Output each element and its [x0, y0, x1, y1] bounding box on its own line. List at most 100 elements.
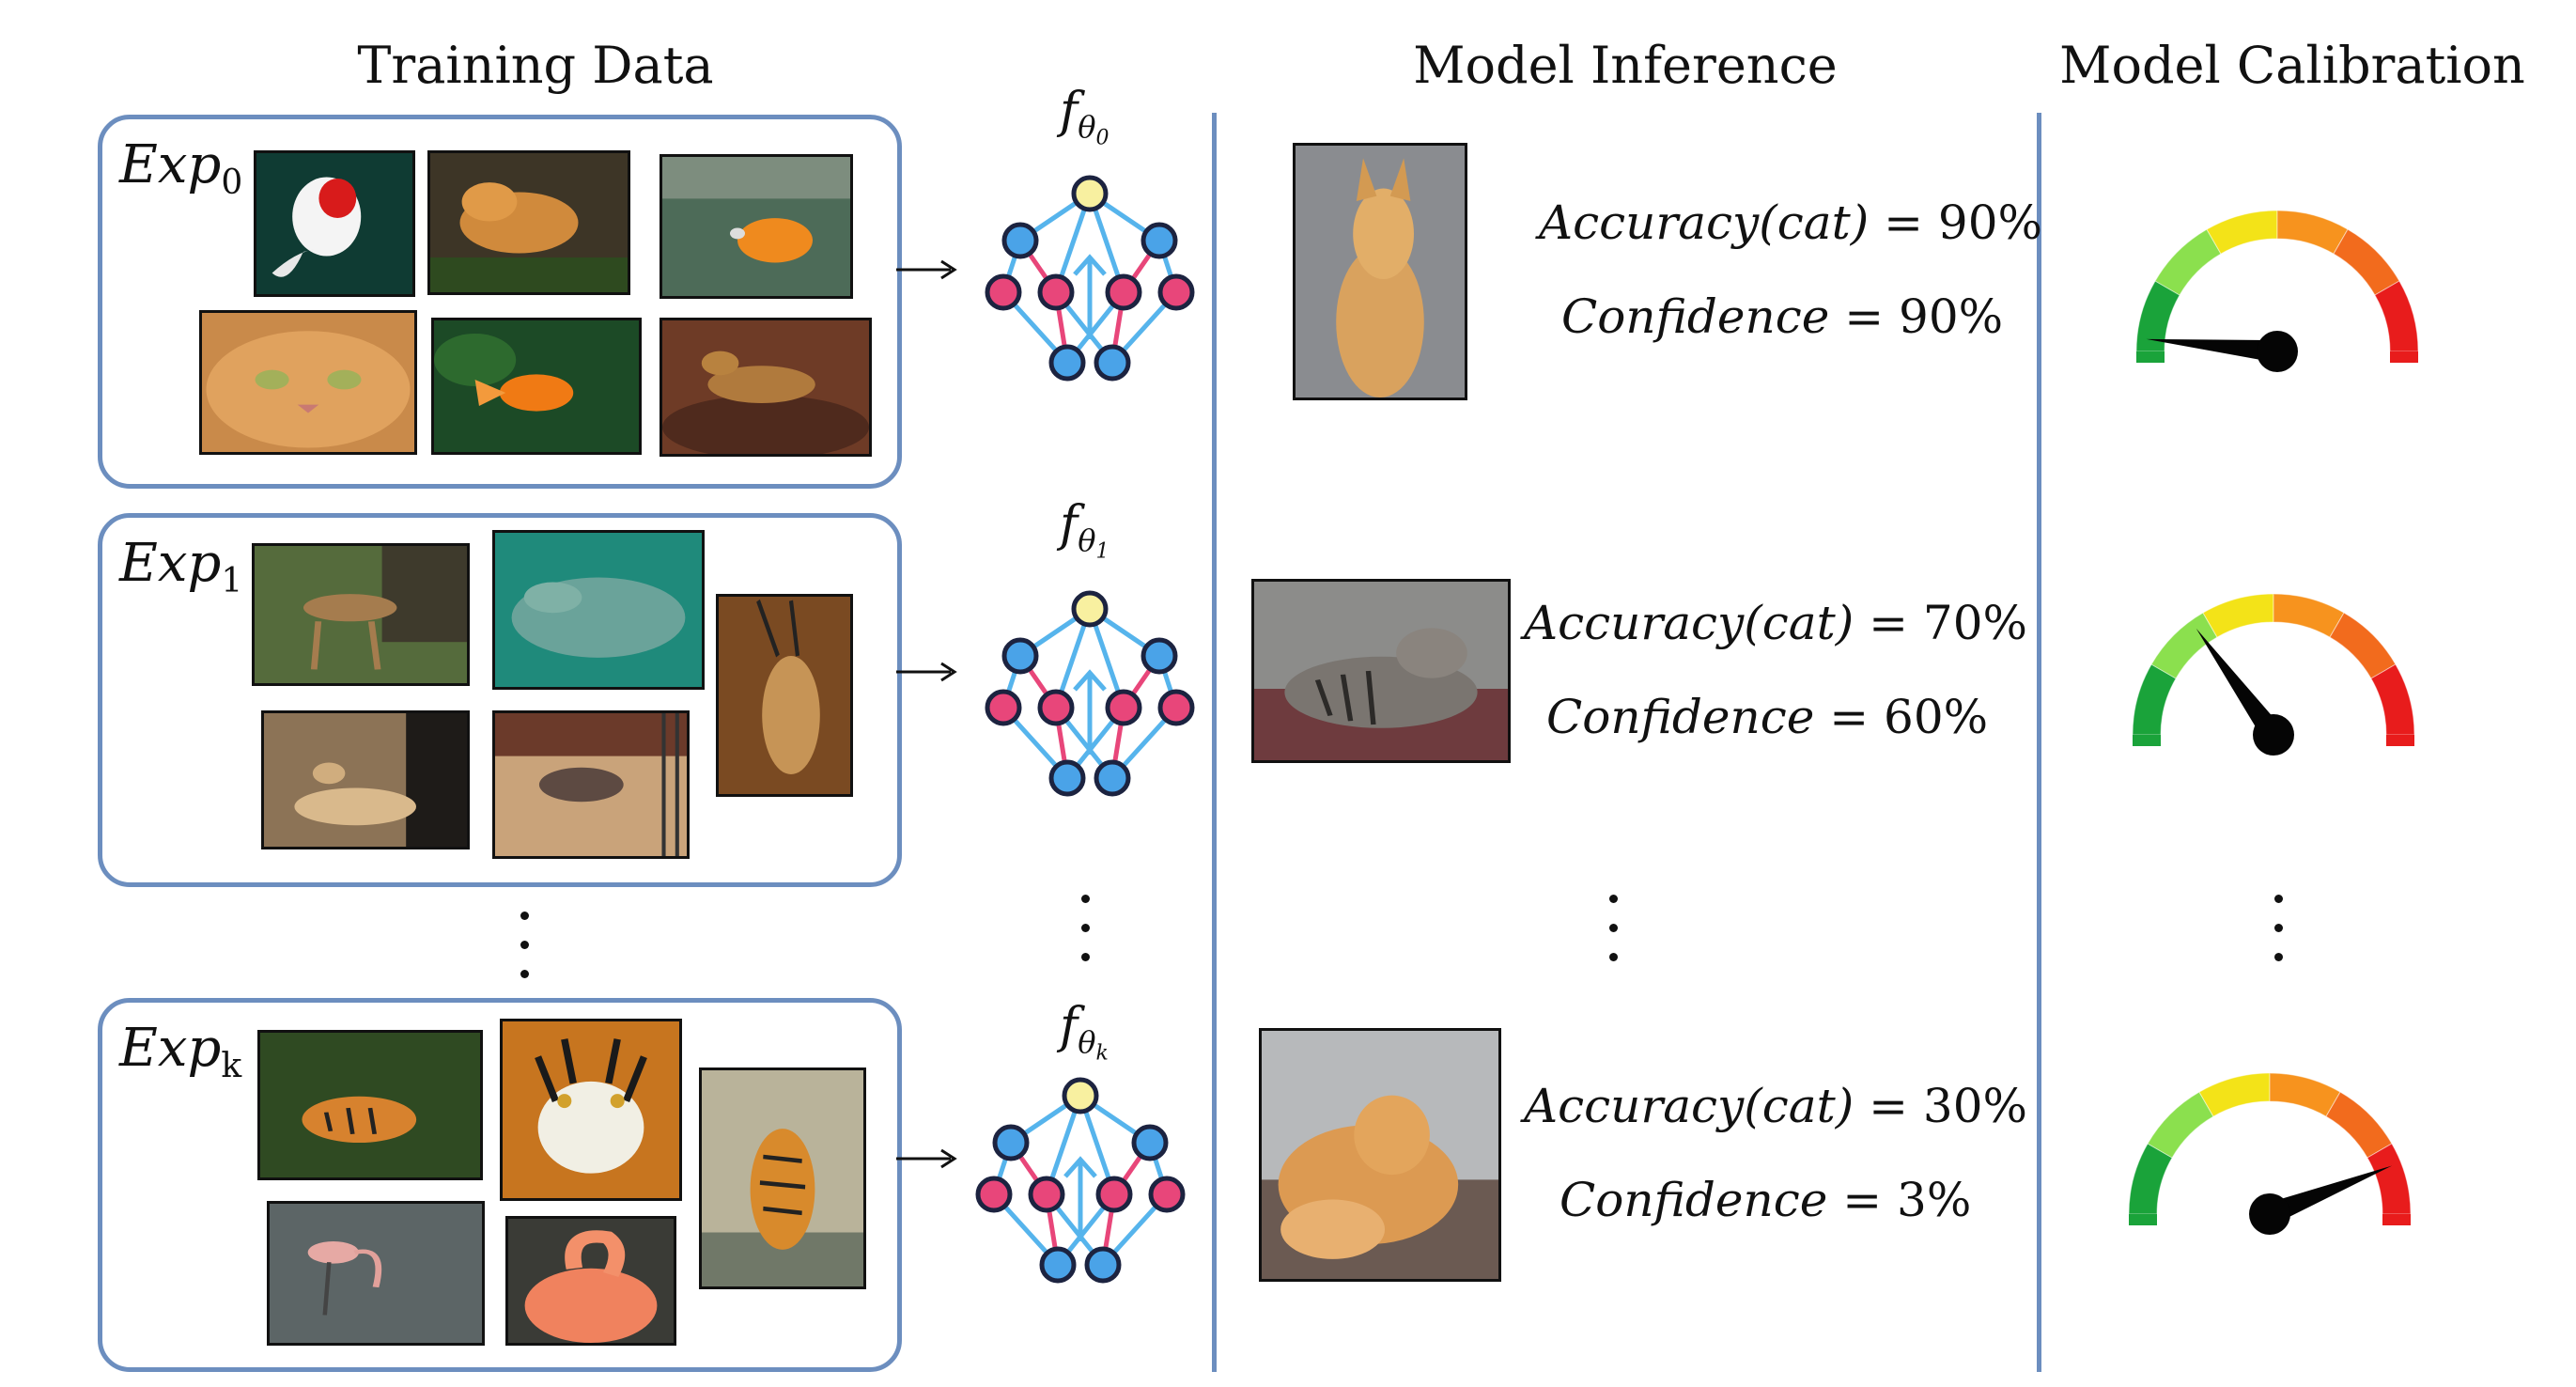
- training-image-goldfish-green: [431, 318, 642, 455]
- training-image-gazelle-resting: [261, 710, 470, 849]
- network-node-input: [1084, 1246, 1122, 1284]
- gauge-needle: [2146, 338, 2279, 363]
- gauge-segment: [2374, 280, 2419, 352]
- network-arrow-head: [1073, 254, 1107, 276]
- gauge-hub: [2249, 1193, 2290, 1235]
- experiment-label-k: Expk: [119, 1018, 242, 1086]
- network-node: [1001, 637, 1039, 675]
- arrow-exp1-to-model: [896, 662, 957, 682]
- network-node-output: [1062, 1077, 1099, 1114]
- header-model-inference: Model Inference: [1413, 36, 1838, 95]
- divider-left: [1212, 113, 1217, 1372]
- gauge-foot-right: [2390, 351, 2418, 363]
- training-image-tiger-face: [500, 1019, 682, 1201]
- inference-image-cat-standing: [1293, 143, 1467, 400]
- gauge-foot-left: [2136, 351, 2165, 363]
- confidence-0: Confidence = 90%: [1561, 289, 2004, 344]
- gauge-foot-right: [2386, 735, 2414, 746]
- network-node: [985, 273, 1022, 311]
- calibration-gauge-k: [2128, 1072, 2412, 1235]
- gauge-segment: [2333, 228, 2400, 296]
- network-node: [1157, 273, 1195, 311]
- network-node-input: [1048, 759, 1086, 797]
- arrow-exp0-to-model: [896, 259, 957, 280]
- network-node: [1037, 689, 1075, 726]
- confidence-k: Confidence = 3%: [1560, 1173, 1972, 1227]
- ellipsis-models: [1080, 895, 1090, 982]
- accuracy-k: Accuracy(cat) = 30%: [1524, 1079, 2028, 1133]
- model-label-k: fθk: [1060, 998, 1109, 1066]
- accuracy-1: Accuracy(cat) = 70%: [1524, 596, 2028, 650]
- network-node: [1131, 1124, 1169, 1161]
- gauge-segment: [2367, 1143, 2412, 1215]
- calibration-gauge-0: [2135, 210, 2419, 372]
- training-image-flamingo-water: [267, 1201, 485, 1346]
- gauge-segment: [2370, 663, 2415, 736]
- network-node: [1148, 1176, 1186, 1213]
- header-model-calibration: Model Calibration: [2059, 36, 2525, 95]
- gauge-segment: [2154, 228, 2222, 296]
- network-node-input: [1094, 759, 1131, 797]
- accuracy-0: Accuracy(cat) = 90%: [1539, 195, 2043, 250]
- model-label-1: fθ1: [1060, 496, 1110, 564]
- training-image-hippo-pen: [492, 710, 690, 859]
- network-arrow-head: [1073, 669, 1107, 692]
- network-node: [1028, 1176, 1065, 1213]
- gauge-foot-right: [2382, 1214, 2411, 1225]
- ellipsis-inference: [1608, 895, 1618, 982]
- network-node-input: [1039, 1246, 1077, 1284]
- training-image-goldfish-tank: [660, 154, 853, 299]
- arrow-expk-to-model: [896, 1148, 957, 1169]
- gauge-needle: [2196, 628, 2283, 742]
- gauge-segment: [2329, 612, 2397, 679]
- network-node-input: [1048, 344, 1086, 382]
- gauge-needle: [2265, 1165, 2393, 1225]
- gauge-hub: [2257, 331, 2298, 372]
- gauge-hub: [2253, 714, 2294, 756]
- inference-image-cat-orange: [1259, 1028, 1501, 1282]
- ellipsis-calibration: [2273, 895, 2283, 982]
- neural-net-icon-0: [985, 175, 1195, 382]
- network-node-output: [1071, 590, 1109, 628]
- ellipsis-training: [520, 912, 529, 999]
- gauge-segment: [2147, 1091, 2214, 1159]
- gauge-segment: [2198, 1072, 2271, 1117]
- training-image-antelope-closeup: [716, 594, 853, 797]
- network-node-output: [1071, 175, 1109, 212]
- header-training-data: Training Data: [357, 36, 714, 95]
- experiment-label-0: Exp0: [119, 134, 243, 203]
- gauge-foot-left: [2133, 735, 2161, 746]
- network-node: [1001, 222, 1039, 259]
- training-image-cat-face: [199, 310, 417, 455]
- network-node: [985, 689, 1022, 726]
- inference-image-cat-tabby: [1251, 579, 1511, 763]
- neural-net-icon-1: [985, 590, 1195, 797]
- network-node: [1141, 222, 1178, 259]
- confidence-1: Confidence = 60%: [1546, 690, 1989, 744]
- training-image-flamingo-closeup: [505, 1216, 676, 1346]
- network-node: [992, 1124, 1030, 1161]
- network-node: [1105, 273, 1142, 311]
- training-image-hippo-water: [492, 530, 705, 690]
- training-image-cat-grass: [427, 150, 630, 295]
- calibration-gauge-1: [2132, 593, 2415, 756]
- training-image-tiger-standing: [699, 1068, 866, 1289]
- model-label-0: fθ0: [1060, 83, 1110, 150]
- gauge-segment: [2206, 210, 2278, 255]
- divider-right: [2037, 113, 2041, 1372]
- network-node: [1095, 1176, 1133, 1213]
- neural-net-icon-k: [975, 1077, 1186, 1284]
- network-node: [975, 1176, 1013, 1213]
- network-node: [1141, 637, 1178, 675]
- network-arrow-head: [1063, 1156, 1097, 1178]
- gauge-foot-left: [2129, 1214, 2157, 1225]
- network-node: [1037, 273, 1075, 311]
- training-image-goldfish: [254, 150, 415, 297]
- gauge-segment: [2202, 593, 2274, 638]
- training-image-tiger-forest: [257, 1030, 483, 1180]
- network-node-input: [1094, 344, 1131, 382]
- training-image-bengal-cat: [660, 318, 872, 457]
- training-image-gazelle: [252, 543, 470, 686]
- network-node: [1157, 689, 1195, 726]
- network-node: [1105, 689, 1142, 726]
